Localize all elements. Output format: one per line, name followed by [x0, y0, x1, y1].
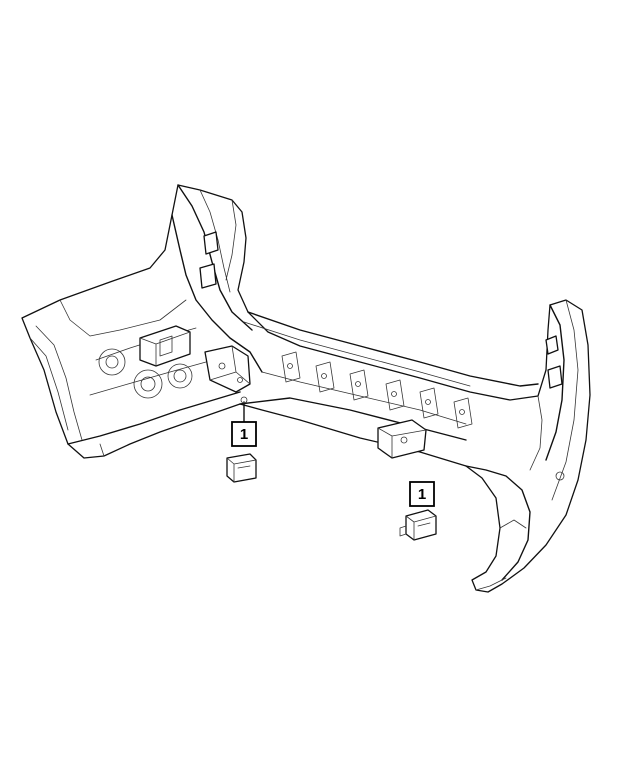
- leader-lines: [240, 396, 248, 423]
- part-module-right: [399, 509, 437, 541]
- callout-label: 1: [240, 426, 248, 443]
- callout-label: 1: [418, 486, 426, 503]
- callout-left: 1: [231, 421, 257, 447]
- rear-bumper-fascia: [21, 184, 591, 593]
- callout-right: 1: [409, 481, 435, 507]
- bumper-outline: [21, 184, 591, 593]
- part-module-left: [226, 453, 257, 483]
